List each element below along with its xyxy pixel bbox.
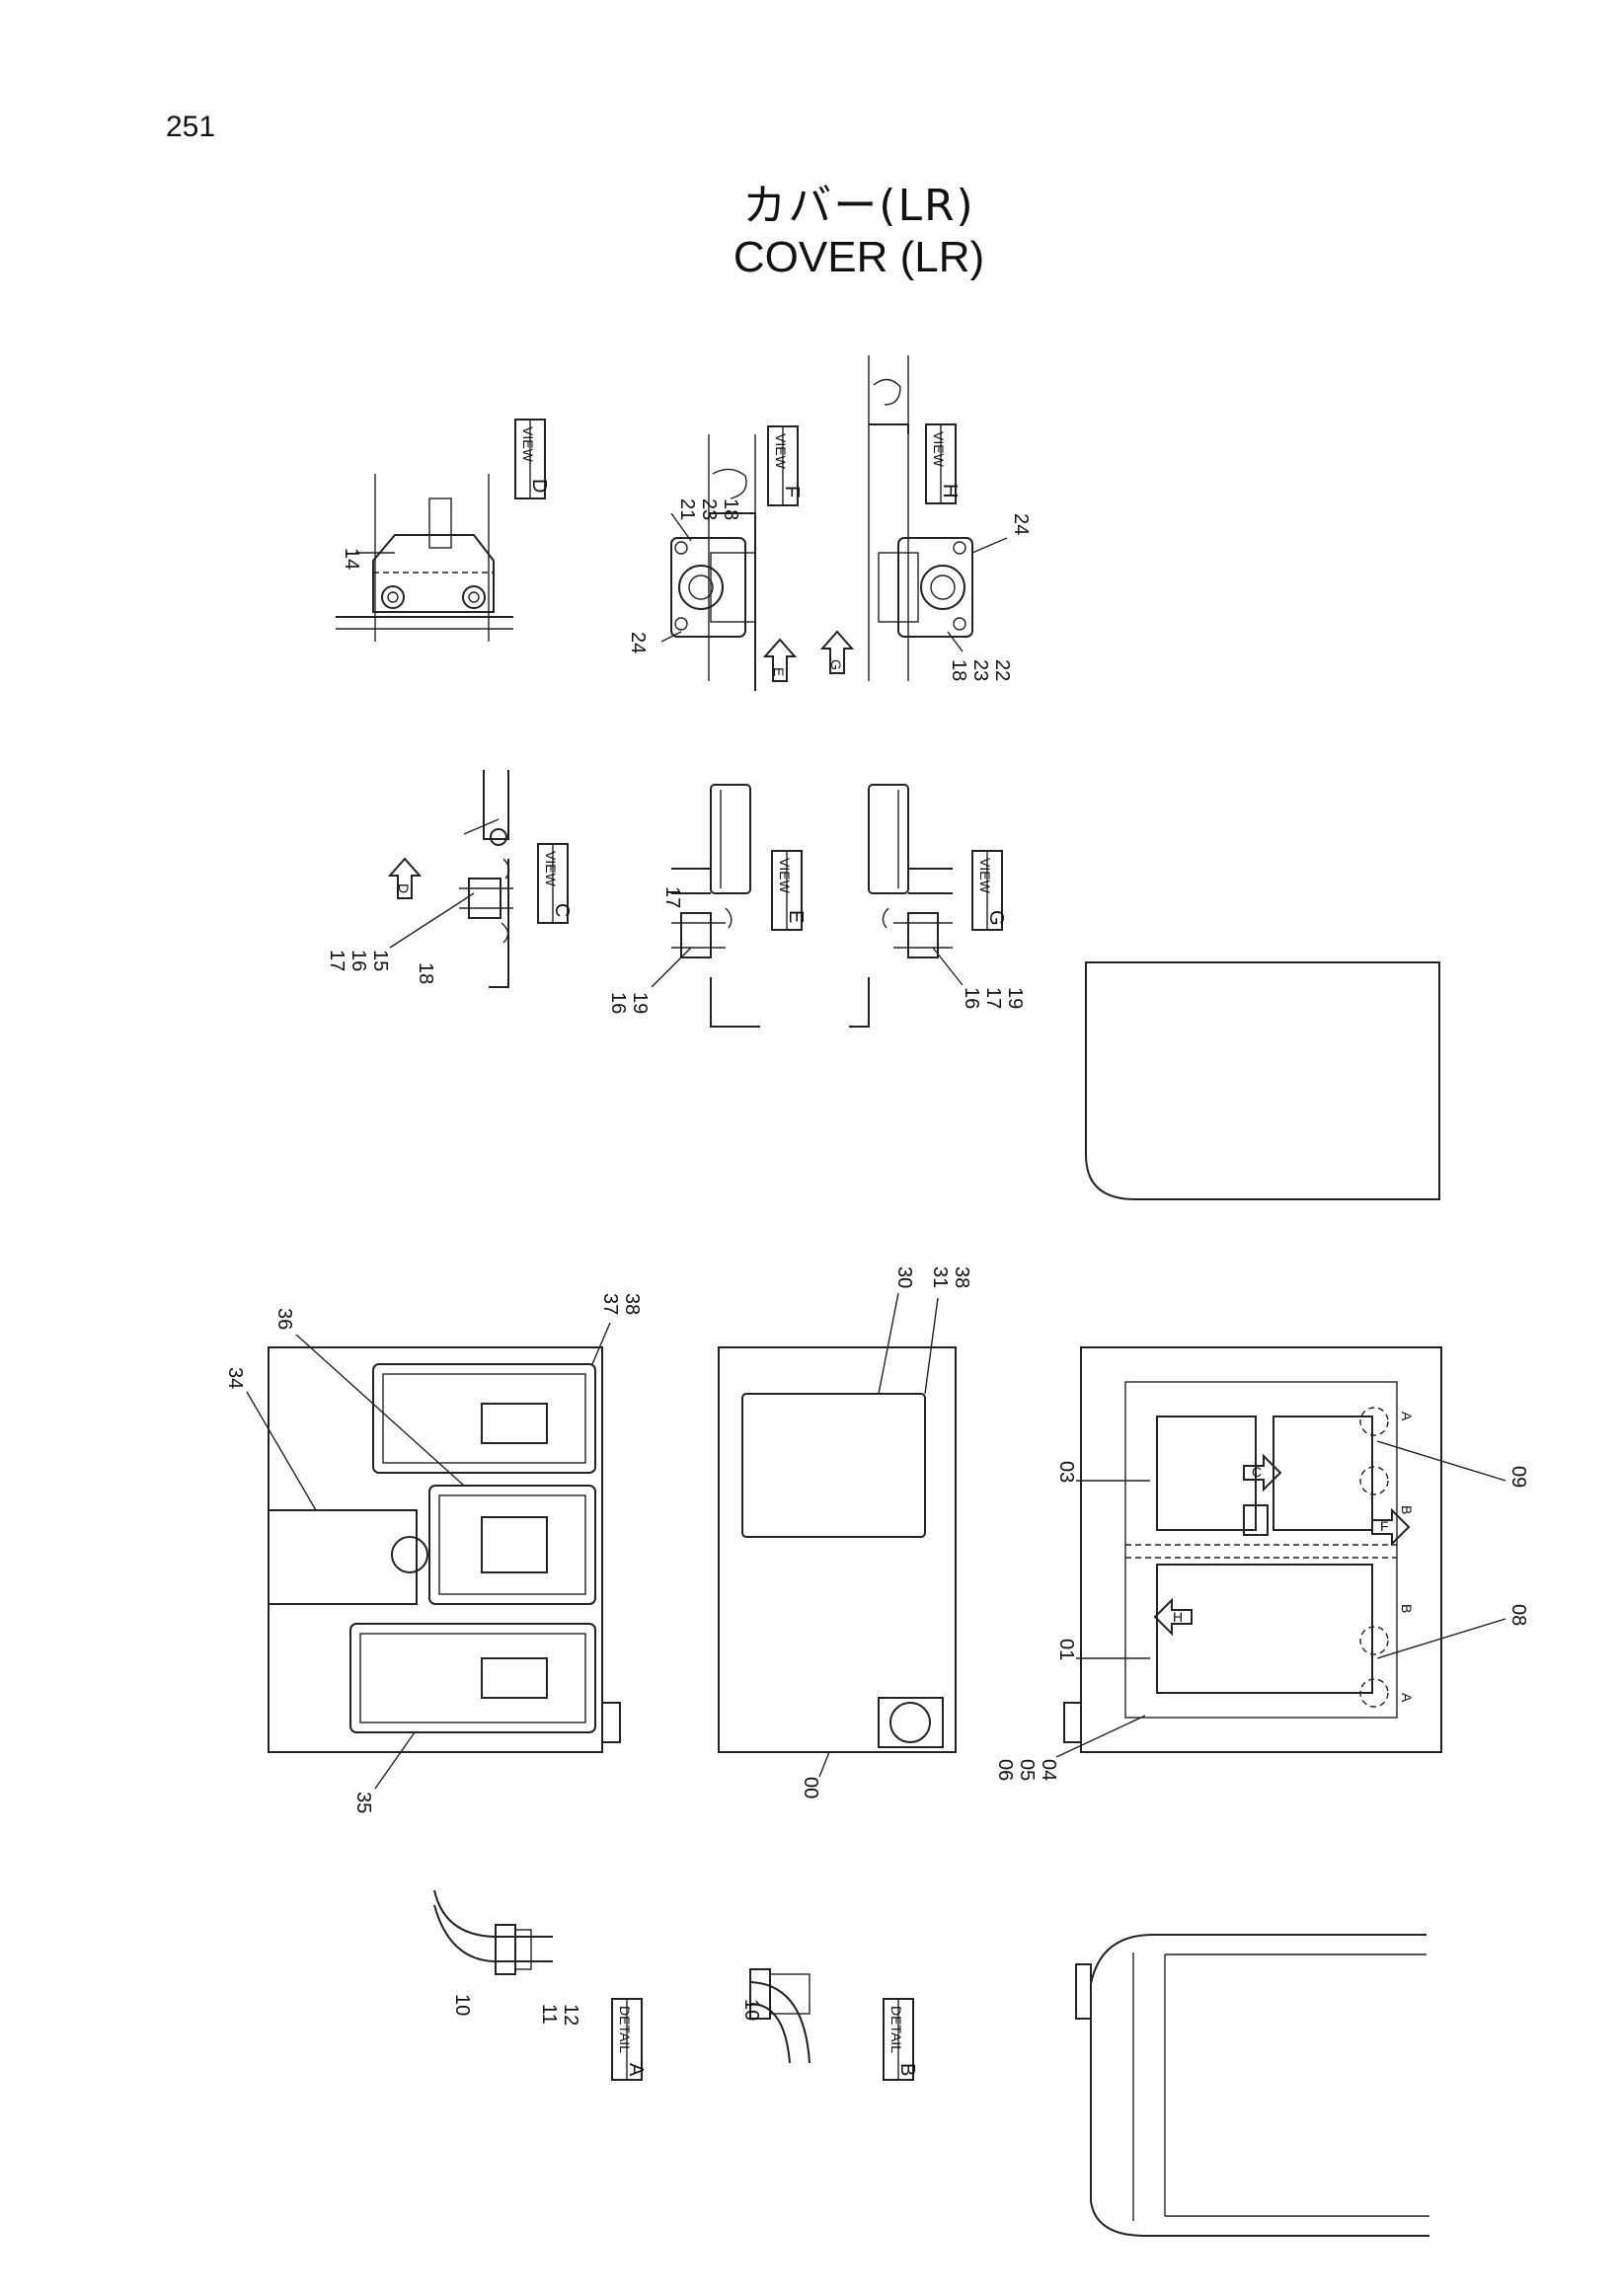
callout-23: 23 xyxy=(698,498,720,520)
title-english: COVER (LR) xyxy=(733,233,985,281)
svg-text:H: H xyxy=(939,484,961,497)
view-e-tag: VIEW E xyxy=(771,850,807,931)
svg-text:F: F xyxy=(1380,1518,1389,1534)
svg-text:VIEW: VIEW xyxy=(777,858,793,894)
callout-37: 37 xyxy=(599,1293,621,1315)
svg-text:C: C xyxy=(551,903,573,917)
view-f-tag: VIEW F xyxy=(767,425,803,506)
callout-14: 14 xyxy=(341,548,362,570)
callout-24: 24 xyxy=(627,632,649,653)
svg-text:G: G xyxy=(985,910,1007,926)
callout-38-m: 38 xyxy=(951,1266,972,1288)
callout-17-g: 17 xyxy=(982,987,1004,1009)
svg-text:F: F xyxy=(781,486,803,497)
svg-text:A: A xyxy=(1399,1693,1415,1703)
view-h-drawing: 24 18 23 22 G xyxy=(819,355,1032,681)
callout-01: 01 xyxy=(1055,1639,1077,1660)
callout-30: 30 xyxy=(893,1266,915,1288)
svg-text:C: C xyxy=(1252,1464,1262,1480)
svg-text:DETAIL: DETAIL xyxy=(617,2006,633,2053)
view-c-drawing: D 17 16 15 18 xyxy=(326,770,513,988)
callout-12-a: 12 xyxy=(560,2004,581,2026)
left-cover-assembly: 34 36 37 38 35 xyxy=(224,1293,643,1813)
callout-17-e: 17 xyxy=(661,886,683,908)
svg-text:VIEW: VIEW xyxy=(931,431,947,468)
callout-10-a: 10 xyxy=(451,1994,473,2016)
svg-text:E: E xyxy=(771,667,787,676)
bottom-right-frame xyxy=(1075,1934,1429,2237)
view-h-tag: VIEW H xyxy=(925,423,961,504)
title-japanese: カバー(LR) xyxy=(742,181,975,231)
svg-text:D: D xyxy=(396,883,412,893)
callout-23-h: 23 xyxy=(969,659,991,681)
svg-text:B: B xyxy=(1399,1604,1415,1613)
callout-09: 09 xyxy=(1507,1466,1529,1488)
detail-a-drawing: 10 11 12 xyxy=(433,1889,581,2026)
callout-16-e: 16 xyxy=(607,992,629,1014)
svg-text:A: A xyxy=(1399,1412,1415,1421)
callout-11-a: 11 xyxy=(538,2004,560,2025)
svg-text:DETAIL: DETAIL xyxy=(888,2006,904,2053)
svg-text:G: G xyxy=(828,659,844,670)
callout-18-h: 18 xyxy=(948,659,969,681)
callout-38: 38 xyxy=(621,1293,643,1315)
callout-15-c: 15 xyxy=(369,950,391,971)
callout-00: 00 xyxy=(800,1777,821,1799)
callout-21: 21 xyxy=(676,498,698,520)
detail-a-tag: DETAIL A xyxy=(611,1998,647,2081)
view-d-tag: VIEW D xyxy=(514,419,550,499)
callout-17-c: 17 xyxy=(326,950,347,971)
svg-text:VIEW: VIEW xyxy=(977,858,993,894)
callout-35: 35 xyxy=(352,1792,374,1813)
callout-16-g: 16 xyxy=(961,987,982,1009)
view-f-drawing: 21 23 18 24 E xyxy=(627,434,798,691)
svg-text:B: B xyxy=(896,2063,918,2076)
callout-22-h: 22 xyxy=(991,659,1013,681)
callout-03: 03 xyxy=(1055,1461,1077,1483)
view-c-tag: VIEW C xyxy=(537,843,573,924)
callout-19-e: 19 xyxy=(629,992,651,1014)
detail-b-tag: DETAIL B xyxy=(883,1998,918,2081)
svg-text:VIEW: VIEW xyxy=(773,433,789,470)
callout-05: 05 xyxy=(1016,1759,1038,1781)
callout-08: 08 xyxy=(1507,1604,1529,1626)
callout-36: 36 xyxy=(273,1308,295,1330)
callout-06: 06 xyxy=(994,1759,1016,1781)
right-radiator-cover: 03 09 08 01 06 05 04 A B B A C F H xyxy=(994,1346,1529,1781)
callout-24-h: 24 xyxy=(1010,513,1032,535)
detail-b-drawing: 10 xyxy=(740,1968,810,2064)
view-g-drawing: 16 17 19 xyxy=(849,784,1026,1028)
callout-34: 34 xyxy=(224,1367,246,1389)
callout-16-c: 16 xyxy=(347,950,369,971)
callout-18: 18 xyxy=(720,498,741,520)
plain-cover-panel xyxy=(1085,961,1440,1200)
page-number: 251 xyxy=(166,111,216,143)
svg-text:VIEW: VIEW xyxy=(543,851,559,887)
svg-text:VIEW: VIEW xyxy=(520,426,536,463)
view-d-drawing: 14 xyxy=(336,474,513,642)
callout-10-b: 10 xyxy=(740,1999,762,2021)
middle-cover: 30 31 38 00 xyxy=(718,1266,972,1799)
callout-18-c: 18 xyxy=(415,962,436,984)
svg-text:E: E xyxy=(785,910,807,923)
view-e-drawing: 17 16 19 xyxy=(607,784,760,1028)
svg-text:D: D xyxy=(528,479,550,493)
callout-31: 31 xyxy=(929,1266,951,1288)
callout-19-g: 19 xyxy=(1004,987,1026,1009)
callout-04: 04 xyxy=(1038,1759,1059,1781)
view-g-tag: VIEW G xyxy=(971,850,1007,931)
svg-text:H: H xyxy=(1173,1609,1183,1625)
svg-text:A: A xyxy=(625,2063,647,2077)
svg-text:B: B xyxy=(1399,1505,1415,1514)
